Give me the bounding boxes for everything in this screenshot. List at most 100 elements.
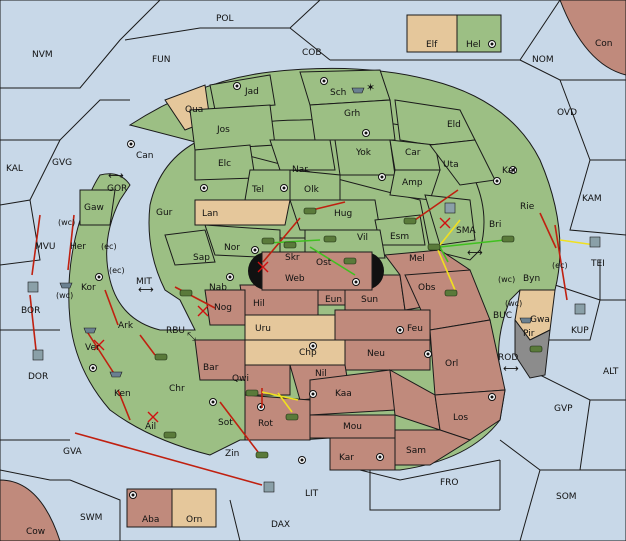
- label-web: Web: [285, 274, 305, 284]
- label-kor: Kor: [81, 283, 96, 293]
- sea-label-cob: COB: [302, 48, 322, 58]
- province-kar[interactable]: [329, 437, 396, 471]
- sea-label-nom: NOM: [532, 55, 554, 65]
- supply-centers: [89, 40, 517, 499]
- sea-label-mit: MIT: [136, 277, 152, 287]
- province-orn[interactable]: [171, 488, 217, 528]
- label-chr: Chr: [169, 384, 185, 394]
- label-her: Her: [70, 242, 86, 252]
- label-sun: Sun: [361, 295, 378, 305]
- sea-label-alt: ALT: [603, 367, 619, 377]
- province-sam[interactable]: [394, 429, 472, 466]
- label-eun: Eun: [325, 295, 342, 305]
- sea-label-rbu: RBU: [166, 326, 185, 336]
- label-ken: Ken: [114, 389, 131, 399]
- sea-labels: POL NVM FUN COB NOM Con OVD KAL GVG GOR …: [6, 14, 619, 537]
- label-tel: Tel: [251, 185, 264, 195]
- province-chp[interactable]: [244, 339, 346, 366]
- coast-label: (ec): [552, 261, 568, 270]
- sea-label-pol: POL: [216, 14, 234, 24]
- double-arrow-icon: ⟷: [108, 169, 124, 182]
- sea-label-som: SOM: [556, 492, 577, 502]
- label-gwa: Gwa: [530, 315, 550, 325]
- province-sap[interactable]: [164, 229, 216, 266]
- double-arrow-icon: ⟷: [138, 283, 154, 296]
- label-eld: Eld: [447, 120, 461, 130]
- sea-label-gva: GVA: [63, 447, 83, 457]
- label-gaw: Gaw: [84, 203, 104, 213]
- province-los2[interactable]: [434, 389, 506, 441]
- sea-label-mvu: MVU: [35, 242, 56, 252]
- double-arrow-icon: ⟷: [503, 362, 519, 375]
- province-rot[interactable]: [244, 394, 311, 441]
- sea-label-bor: BOR: [21, 306, 40, 316]
- label-nil: Nil: [315, 369, 327, 379]
- label-lan: Lan: [202, 209, 218, 219]
- coast-label: (wc): [58, 218, 75, 227]
- label-nar: Nar: [292, 165, 308, 175]
- label-orn: Orn: [186, 515, 202, 525]
- label-skr: Skr: [285, 253, 300, 263]
- label-hug: Hug: [334, 209, 352, 219]
- sea-label-con: Con: [595, 39, 613, 49]
- label-sma: SMA: [456, 226, 476, 236]
- sea-label-buc: BUC: [493, 311, 512, 321]
- label-neu: Neu: [367, 349, 385, 359]
- label-car: Car: [405, 148, 421, 158]
- diagonal-arrow-icon: ⤡: [187, 330, 196, 343]
- label-orl: Orl: [445, 359, 458, 369]
- units: ✶: [27, 81, 601, 493]
- label-elf: Elf: [426, 40, 438, 50]
- coast-label: (wc): [56, 291, 73, 300]
- coast-label: (wc): [498, 275, 515, 284]
- province-lan[interactable]: [194, 199, 291, 226]
- label-kar: Kar: [339, 453, 354, 463]
- label-los: Los: [453, 413, 468, 423]
- sea-label-gvg: GVG: [52, 158, 72, 168]
- sea-label-gvp: GVP: [554, 404, 573, 414]
- province-jad[interactable]: [209, 74, 276, 111]
- province-neu[interactable]: [344, 339, 431, 371]
- label-kat: Kat: [502, 166, 517, 176]
- label-qwi: Qwi: [232, 374, 249, 384]
- label-ark: Ark: [118, 321, 134, 331]
- sea-label-nvm: NVM: [32, 50, 53, 60]
- label-sap: Sap: [193, 253, 210, 263]
- label-nab: Nab: [209, 283, 227, 293]
- sea-label-lit: LIT: [305, 489, 319, 499]
- label-yok: Yok: [355, 148, 372, 158]
- sea-label-ovd: OVD: [557, 108, 577, 118]
- label-aba: Aba: [142, 515, 159, 525]
- sea-label-gor: GOR: [107, 184, 127, 194]
- province-qwi[interactable]: [244, 364, 291, 396]
- label-elc: Elc: [218, 159, 231, 169]
- label-esm: Esm: [390, 232, 409, 242]
- sea-label-swm: SWM: [80, 513, 102, 523]
- star-icon: ✶: [366, 81, 375, 94]
- label-sam: Sam: [406, 446, 426, 456]
- province-elf[interactable]: [406, 14, 458, 53]
- label-uru: Uru: [255, 324, 271, 334]
- label-mou: Mou: [343, 422, 362, 432]
- label-hel: Hel: [466, 40, 481, 50]
- label-jos: Jos: [216, 125, 230, 135]
- province-grh[interactable]: [309, 99, 396, 141]
- label-ail: Ail: [145, 422, 156, 432]
- province-gaw[interactable]: [79, 189, 116, 226]
- sea-label-kam: KAM: [582, 194, 602, 204]
- province-sma[interactable]: [424, 194, 476, 246]
- label-amp: Amp: [402, 178, 423, 188]
- label-bri: Bri: [489, 220, 501, 230]
- sea-label-dor: DOR: [28, 372, 48, 382]
- sea-label-rod: ROD: [498, 353, 518, 363]
- sea-label-kal: KAL: [6, 164, 23, 174]
- land-labels: Elf Hel Jad Sch Qua Jos Grh Eld Can Elc …: [70, 40, 550, 525]
- label-zin: Zin: [225, 449, 239, 459]
- passage-arrows: ⟷ ⟷ ⤡ ⟷ ⟷: [108, 169, 519, 375]
- label-pir: Pir: [523, 329, 535, 339]
- province-nar[interactable]: [269, 139, 336, 171]
- label-bar: Bar: [203, 363, 219, 373]
